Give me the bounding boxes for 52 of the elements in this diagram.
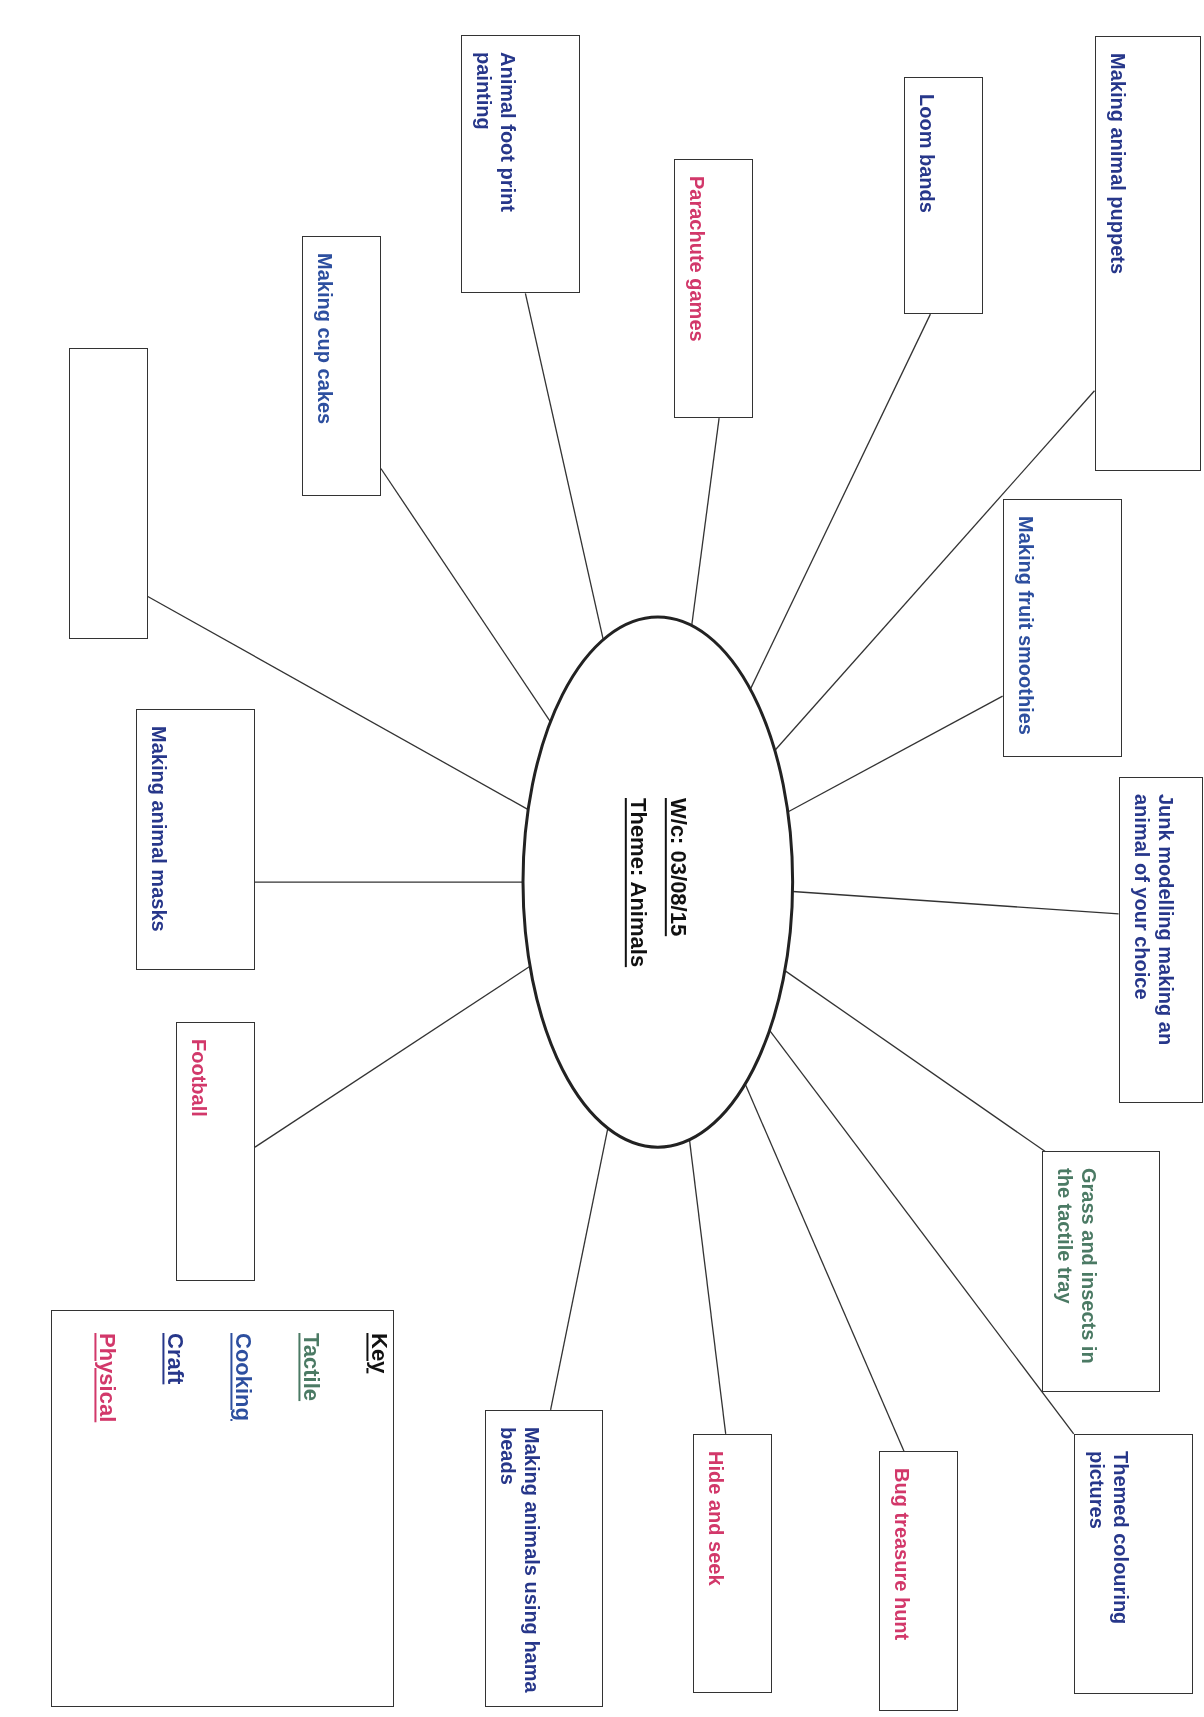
activity-box <box>692 1433 772 1694</box>
activity-label: Making cup cakes <box>314 253 337 425</box>
connector-line <box>691 417 720 627</box>
empty-box <box>68 348 148 640</box>
connector-line <box>744 1083 905 1453</box>
theme-ellipse <box>521 615 795 1150</box>
connector-line <box>749 313 932 691</box>
activity-label: Bug treasure hunt <box>890 1468 913 1641</box>
activity-label: Junk modelling making an animal of your choice <box>1130 794 1177 1046</box>
key-entry: Cooking <box>230 1333 257 1422</box>
activity-box <box>176 1022 255 1281</box>
key-entry: Tactile <box>298 1333 325 1402</box>
connector-line <box>524 292 604 641</box>
connector-line <box>254 881 524 883</box>
key-heading: Key <box>366 1333 393 1374</box>
connector-line <box>774 390 1096 752</box>
activity-box <box>1073 1433 1194 1695</box>
connector-line <box>380 467 552 723</box>
theme-text: Theme: Animals <box>624 797 651 967</box>
activity-label: Hide and seek <box>704 1450 727 1586</box>
connector-line <box>784 969 1046 1153</box>
activity-box <box>878 1451 958 1711</box>
activity-label: Making animal puppets <box>1106 53 1129 275</box>
activity-label: Making fruit smoothies <box>1014 516 1037 735</box>
activity-label: Making animals using hama beads <box>496 1426 543 1693</box>
activity-box <box>302 236 381 496</box>
activity-label: Making animal masks <box>147 726 170 932</box>
activity-box <box>1002 499 1122 758</box>
activity-box <box>1094 36 1201 471</box>
activity-box <box>135 709 255 970</box>
activity-box <box>1042 1151 1161 1393</box>
activity-label: Loom bands <box>916 93 939 213</box>
activity-box <box>904 76 983 315</box>
connector-line <box>254 965 531 1148</box>
connector-line <box>768 1029 1075 1435</box>
key-entry: Craft <box>162 1333 189 1385</box>
connector-line <box>791 890 1120 915</box>
activity-box <box>460 35 581 294</box>
key-entry: Physical <box>94 1333 121 1423</box>
connector-line <box>147 595 529 811</box>
activity-label: Animal foot print painting <box>472 52 519 212</box>
activity-label: Football <box>188 1039 211 1118</box>
theme-text: W/c: 03/08/15 <box>664 797 691 938</box>
connector-line <box>549 1127 609 1411</box>
activity-label: Parachute games <box>686 175 709 342</box>
activity-box <box>1118 777 1203 1104</box>
connector-line <box>688 1139 727 1435</box>
activity-label: Grass and insects in the tactile tray <box>1054 1168 1100 1365</box>
connector-line <box>787 695 1004 813</box>
activity-box <box>484 1409 604 1708</box>
activity-label: Themed colouring pictures <box>1085 1450 1132 1625</box>
activity-box <box>674 158 754 419</box>
